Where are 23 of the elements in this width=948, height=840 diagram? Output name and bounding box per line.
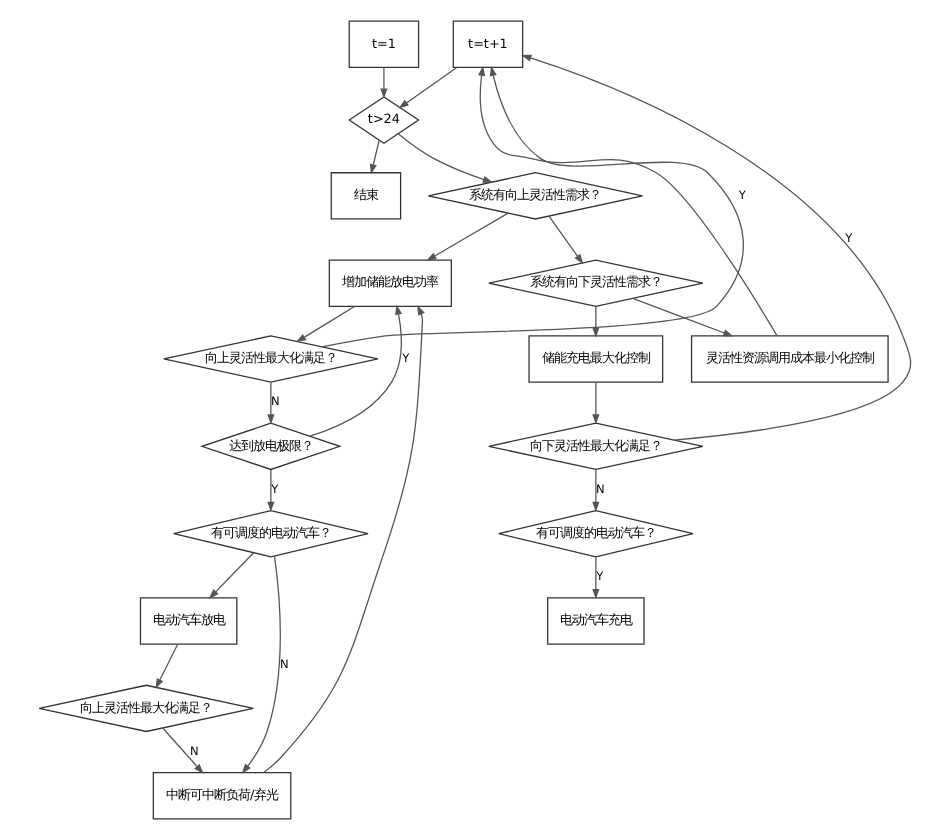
arrow xyxy=(591,381,599,425)
arrow xyxy=(368,139,379,175)
arrow xyxy=(154,643,178,689)
arrow xyxy=(425,212,508,261)
arrow xyxy=(320,65,743,348)
arrow xyxy=(520,54,911,441)
arrow xyxy=(397,66,457,109)
arrow xyxy=(379,66,387,99)
arrow xyxy=(477,65,777,337)
arrow xyxy=(631,297,733,337)
arrow xyxy=(547,215,583,265)
arrow xyxy=(591,469,599,512)
arrow xyxy=(308,304,402,437)
arrow xyxy=(591,305,599,338)
arrow xyxy=(294,305,355,343)
arrow xyxy=(240,555,280,774)
arrow xyxy=(161,727,203,774)
arrow xyxy=(262,304,424,773)
arrow xyxy=(591,556,599,600)
arrow xyxy=(207,552,254,599)
arrow xyxy=(396,133,493,183)
arrow xyxy=(266,381,274,425)
arrow xyxy=(266,469,274,512)
